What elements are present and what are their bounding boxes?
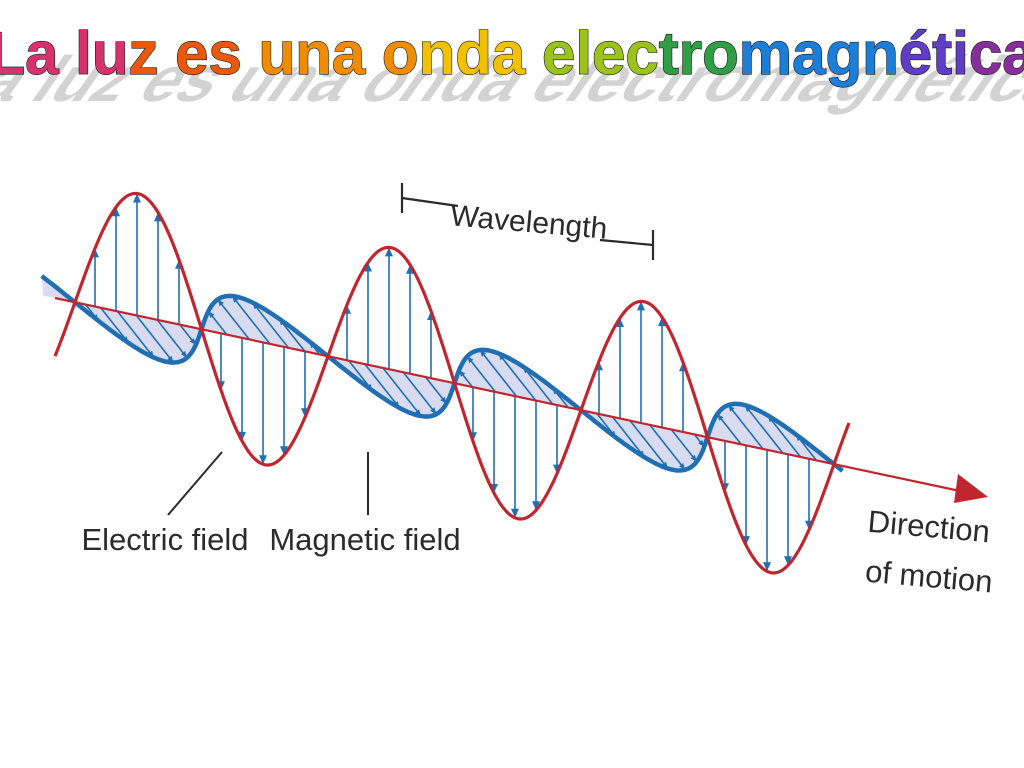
electric-vector-head (784, 556, 792, 566)
electric-field-curve (53, 191, 851, 575)
direction-axis (54, 296, 988, 503)
electric-vector-head (637, 301, 645, 311)
electric-vector-head (511, 508, 519, 518)
electric-vector-head (133, 193, 141, 203)
magnetic-vector (402, 371, 438, 415)
title-group: La luz es una onda electromagnética La l… (0, 19, 1024, 116)
electric-vector-head (280, 446, 288, 456)
electric-vector-head (406, 264, 414, 274)
electric-field-label: Electric field (81, 522, 248, 557)
axis-arrowhead (954, 474, 988, 503)
magnetic-vector (252, 302, 290, 349)
electric-vector-head (385, 247, 393, 257)
magnetic-vector (727, 404, 764, 450)
magnetic-vector (100, 307, 130, 344)
magnetic-vector-head (217, 299, 224, 307)
magnetic-vector (466, 355, 497, 393)
electric-vector-head (112, 207, 120, 217)
magnetic-vector (382, 367, 422, 417)
magnetic-field-fill (41, 276, 845, 471)
wavelength-bracket (400, 183, 655, 260)
magnetic-vector (497, 352, 537, 401)
electric-field-wave (53, 191, 851, 575)
magnetic-vector (116, 310, 155, 359)
magnetic-field-label: Magnetic field (269, 522, 460, 557)
magnetic-vector (649, 424, 686, 471)
magnetic-vector (522, 366, 554, 405)
wavelength-label: Wavelength (449, 199, 609, 246)
magnetic-vector (767, 415, 802, 458)
electric-vector-head (364, 262, 372, 272)
direction-label-line2: of motion (864, 554, 994, 600)
magnetic-vector (479, 349, 518, 397)
magnetic-vector (217, 298, 250, 340)
magnetic-vector-head (690, 454, 697, 462)
magnetic-field-curve (40, 274, 844, 473)
electric-vector-head (154, 212, 162, 222)
magnetic-vector (156, 319, 188, 359)
magnetic-vector-head (180, 350, 187, 358)
magnetic-vector (611, 416, 646, 458)
em-wave-diagram: Wavelength Electric field Magnetic field… (40, 183, 994, 600)
electric-vector-head (259, 455, 267, 465)
magnetic-vector (364, 363, 401, 409)
magnetic-vector (135, 314, 175, 364)
electric-vector-head (616, 318, 624, 327)
magnetic-vector (744, 404, 784, 454)
direction-label-line1: Direction (866, 504, 991, 550)
page-title: La luz es una onda electromagnética (0, 20, 1024, 87)
electric-vector-head (532, 501, 540, 511)
magnetic-vector (670, 429, 698, 463)
electric-vector-head (658, 317, 666, 327)
magnetic-vector (231, 295, 271, 345)
axis-line (54, 296, 961, 493)
title-shadow: La luz es una onda electromagnética (0, 44, 1024, 116)
electric-vector-head (763, 562, 771, 572)
magnetic-vector (629, 420, 669, 469)
electric-field-pointer (167, 451, 223, 516)
